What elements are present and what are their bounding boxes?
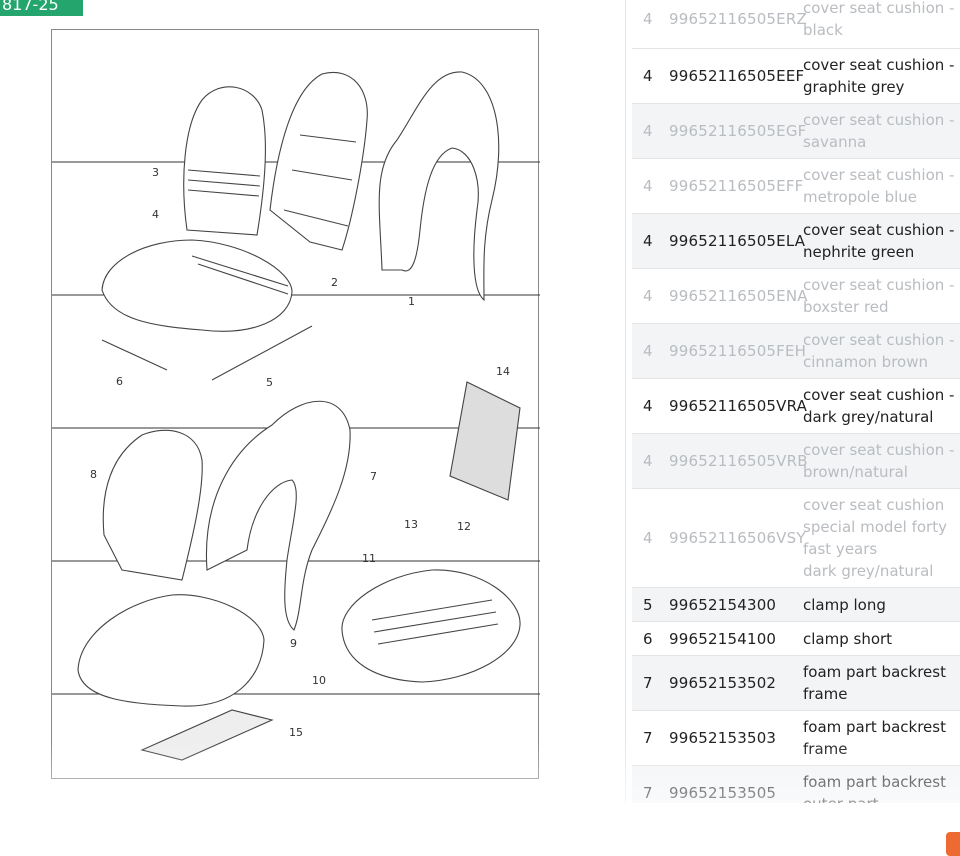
callout-8: 8	[90, 468, 97, 481]
row-description: cover seat cushion - metropole blue	[803, 166, 955, 206]
row-description: cover seat cushion - nephrite green	[803, 221, 955, 261]
row-part-number: 99652116505VRB	[669, 452, 808, 470]
row-description: cover seat cushion - black	[803, 0, 955, 39]
row-quantity: 4	[643, 177, 653, 195]
callout-10: 10	[312, 674, 326, 687]
parts-row[interactable]: 6 99652154100 clamp short	[632, 622, 960, 656]
row-description: cover seat cushion - graphite grey	[803, 56, 955, 96]
row-quantity: 4	[643, 67, 653, 85]
callout-15: 15	[289, 726, 303, 739]
row-quantity: 4	[643, 529, 653, 547]
parts-row[interactable]: 7 99652153505 foam part backrest outer par…	[632, 766, 960, 803]
row-part-number: 99652116505ERZ	[669, 10, 807, 28]
row-quantity: 4	[643, 232, 653, 250]
diagram-id-badge: 817-25	[0, 0, 83, 16]
callout-13: 13	[404, 518, 418, 531]
callout-2: 2	[331, 276, 338, 289]
callout-11: 11	[362, 552, 376, 565]
seat-exploded-view: 3 4 2 1 6 5 14 8 7 13 12 11 9 10 15	[52, 71, 540, 761]
callout-1: 1	[408, 295, 415, 308]
row-description: cover seat cushion - cinnamon brown	[803, 331, 955, 371]
row-description: foam part backrest frame	[803, 718, 946, 758]
row-quantity: 7	[643, 784, 653, 802]
row-quantity: 5	[643, 595, 653, 614]
row-part-number: 99652154100	[669, 629, 777, 648]
row-part-number: 99652153502	[669, 674, 777, 692]
callout-7: 7	[370, 470, 377, 483]
row-part-number: 99652116505ELA	[669, 232, 806, 250]
row-part-number: 99652154300	[669, 595, 777, 614]
callout-4: 4	[152, 208, 159, 221]
row-part-number: 99652116505VRA	[669, 397, 808, 415]
callout-14: 14	[496, 365, 510, 378]
row-description: foam part backrest frame	[803, 663, 946, 703]
row-description: foam part backrest outer part	[803, 773, 946, 803]
row-description: cover seat cushion - boxster red	[803, 276, 955, 316]
callout-3: 3	[152, 166, 159, 179]
row-quantity: 4	[643, 122, 653, 140]
parts-row[interactable]: 7 99652153502 foam part backrest frame	[632, 656, 960, 711]
row-part-number: 99652153505	[669, 784, 777, 802]
callout-12: 12	[457, 520, 471, 533]
row-quantity: 7	[643, 729, 653, 747]
row-quantity: 4	[643, 287, 653, 305]
row-description: cover seat cushion - savanna	[803, 111, 955, 151]
row-part-number: 99652116505FEH	[669, 342, 807, 360]
parts-row[interactable]: 7 99652153503 foam part backrest frame	[632, 711, 960, 766]
row-quantity: 4	[643, 10, 653, 28]
callout-5: 5	[266, 376, 273, 389]
column-divider	[625, 0, 626, 803]
row-description: cover seat cushion special model forty f…	[803, 496, 947, 580]
row-description: cover seat cushion - dark grey/natural	[803, 386, 955, 426]
callout-9: 9	[290, 637, 297, 650]
row-part-number: 99652116505ENA	[669, 287, 808, 305]
row-description: clamp short	[803, 629, 893, 648]
row-part-number: 99652153503	[669, 729, 777, 747]
callout-6: 6	[116, 375, 123, 388]
row-quantity: 4	[643, 342, 653, 360]
row-part-number: 99652116505EEF	[669, 67, 805, 85]
bottom-bar	[0, 803, 960, 849]
parts-diagram: 3 4 2 1 6 5 14 8 7 13 12 11 9 10 15	[51, 29, 540, 779]
page: 817-25	[0, 0, 960, 803]
row-part-number: 99652116505EGF	[669, 122, 807, 140]
row-description: clamp long	[803, 595, 886, 614]
row-description: cover seat cushion - brown/natural	[803, 441, 955, 481]
row-quantity: 6	[643, 629, 653, 648]
row-part-number: 99652116505EFF	[669, 177, 804, 195]
row-quantity: 7	[643, 674, 653, 692]
row-quantity: 4	[643, 397, 653, 415]
row-part-number: 99652116506VSY	[669, 529, 806, 547]
chat-button[interactable]	[946, 832, 960, 856]
parts-row[interactable]: 5 99652154300 clamp long	[632, 588, 960, 622]
row-quantity: 4	[643, 452, 653, 470]
